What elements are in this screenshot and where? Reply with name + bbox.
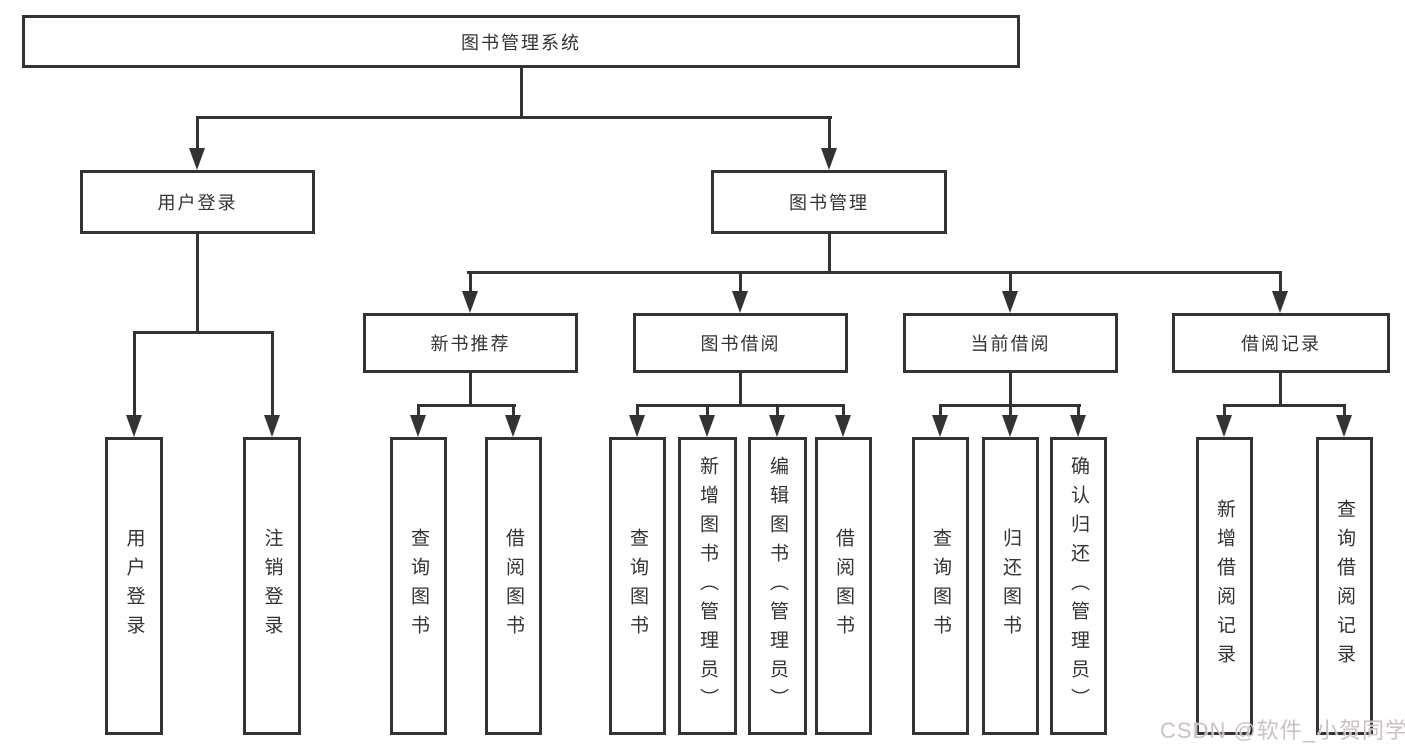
arrow-stem (706, 404, 709, 417)
arrow-stem (1279, 271, 1282, 293)
arrow-stem (271, 331, 274, 417)
arrow-stem (842, 404, 845, 417)
arrow-stem (469, 271, 472, 293)
arrow-down-icon (264, 415, 280, 437)
connector-trunk-book-management (828, 233, 831, 274)
arrow-stem (1343, 404, 1346, 417)
node-label: 图书借阅 (700, 334, 781, 354)
arrow-down-icon (1002, 291, 1018, 313)
leaf-confirm-return-admin: 确认归还（管理员） (1050, 437, 1107, 735)
node-label: 用户登录 (157, 193, 238, 213)
arrow-stem (512, 404, 515, 417)
connector-trunk-new-book-recommend (469, 371, 472, 407)
node-label: 新增借阅记录 (1214, 499, 1235, 673)
node-label: 借阅图书 (503, 528, 524, 644)
node-label: 查询图书 (627, 528, 648, 644)
leaf-borrow-books-recommend: 借阅图书 (485, 437, 542, 735)
arrow-down-icon (189, 148, 205, 170)
leaf-query-books-recommend: 查询图书 (390, 437, 447, 735)
node-borrow-records: 借阅记录 (1172, 313, 1390, 373)
csdn-watermark: CSDN @软件_小贺同学 (1160, 718, 1405, 743)
node-label: 新增图书（管理员） (697, 455, 718, 717)
node-label: 归还图书 (1000, 528, 1021, 644)
arrow-down-icon (629, 415, 645, 437)
leaf-borrow-books: 借阅图书 (815, 437, 872, 735)
node-user-login: 用户登录 (80, 170, 315, 234)
connector-branch-book-management (467, 271, 1282, 274)
node-label: 注销登录 (261, 528, 283, 644)
arrow-down-icon (699, 415, 715, 437)
arrow-stem (776, 404, 779, 417)
node-new-book-recommend: 新书推荐 (363, 313, 578, 373)
arrow-down-icon (769, 415, 785, 437)
connector-branch-borrow-records (1223, 404, 1346, 407)
leaf-query-books-borrow: 查询图书 (609, 437, 666, 735)
arrow-down-icon (732, 291, 748, 313)
leaf-add-books-admin: 新增图书（管理员） (678, 437, 737, 735)
arrow-down-icon (835, 415, 851, 437)
leaf-add-borrow-record: 新增借阅记录 (1196, 437, 1253, 735)
arrow-down-icon (462, 291, 478, 313)
arrow-down-icon (410, 415, 426, 437)
arrow-down-icon (505, 415, 521, 437)
node-label: 当前借阅 (970, 334, 1051, 354)
connector-branch-user-login (133, 331, 274, 334)
node-current-borrow: 当前借阅 (903, 313, 1118, 373)
arrow-stem (1223, 404, 1226, 417)
arrow-stem (828, 116, 831, 152)
arrow-down-icon (1272, 291, 1288, 313)
node-label: 新书推荐 (430, 334, 511, 354)
arrow-down-icon (821, 148, 837, 170)
arrow-stem (1009, 404, 1012, 417)
arrow-stem (939, 404, 942, 417)
leaf-edit-books-admin: 编辑图书（管理员） (748, 437, 807, 735)
connector-trunk-current-borrow (1009, 371, 1012, 407)
arrow-down-icon (1216, 415, 1232, 437)
node-label: 用户登录 (123, 528, 145, 644)
arrow-stem (1077, 404, 1080, 417)
arrow-stem (636, 404, 639, 417)
connector-branch-level2 (196, 116, 832, 119)
node-label: 图书管理系统 (461, 32, 581, 53)
arrow-stem (739, 271, 742, 293)
arrow-down-icon (1070, 415, 1086, 437)
node-label: 查询图书 (930, 528, 951, 644)
arrow-down-icon (126, 415, 142, 437)
node-label: 查询借阅记录 (1334, 499, 1355, 673)
leaf-return-books: 归还图书 (982, 437, 1039, 735)
connector-branch-new-book-recommend (417, 404, 516, 407)
connector-trunk-user-login (196, 233, 199, 333)
node-label: 编辑图书（管理员） (767, 455, 788, 717)
leaf-user-login: 用户登录 (105, 437, 163, 735)
arrow-down-icon (932, 415, 948, 437)
connector-trunk-root (520, 68, 523, 119)
node-library-management-system: 图书管理系统 (22, 15, 1020, 68)
node-label: 图书管理 (789, 193, 869, 213)
arrow-stem (196, 116, 199, 152)
connector-branch-book-borrow (636, 404, 845, 407)
node-book-management: 图书管理 (711, 170, 947, 234)
node-label: 借阅记录 (1241, 334, 1321, 354)
node-label: 查询图书 (408, 528, 429, 644)
arrow-stem (1009, 271, 1012, 293)
leaf-query-borrow-record: 查询借阅记录 (1316, 437, 1373, 735)
connector-trunk-borrow-records (1279, 371, 1282, 407)
arrow-stem (133, 331, 136, 417)
arrow-down-icon (1336, 415, 1352, 437)
node-book-borrow: 图书借阅 (633, 313, 848, 373)
arrow-down-icon (1002, 415, 1018, 437)
node-label: 借阅图书 (833, 528, 854, 644)
connector-trunk-book-borrow (739, 371, 742, 407)
arrow-stem (417, 404, 420, 417)
leaf-query-books-current: 查询图书 (912, 437, 969, 735)
leaf-logout: 注销登录 (243, 437, 301, 735)
node-label: 确认归还（管理员） (1068, 455, 1089, 717)
